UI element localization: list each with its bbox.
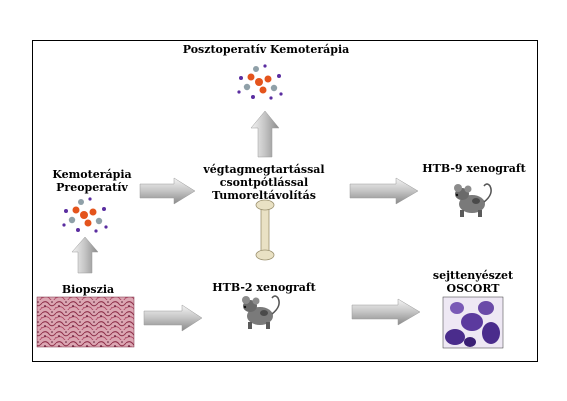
mouse-icon (241, 295, 280, 330)
molecule-cluster-icon (62, 197, 108, 233)
diagram-frame (32, 40, 538, 362)
right-arrow (139, 177, 196, 205)
right-arrow (143, 304, 203, 332)
arrows (71, 110, 421, 332)
molecule-cluster-icon (237, 64, 283, 100)
cell-culture-image (442, 296, 504, 349)
right-arrow (351, 298, 421, 326)
up-arrow (71, 236, 99, 274)
up-arrow (250, 110, 280, 158)
label-tumor-line2: csontpótlással (220, 176, 308, 189)
label-preop-line2: Kemoterápia (52, 168, 131, 181)
mouse-icon (453, 183, 492, 218)
right-arrow (349, 177, 419, 205)
label-oscort-line2: sejttenyészet (433, 269, 514, 282)
label-preop-line1: Preoperatív (56, 181, 128, 194)
label-tumor-line1: Tumoreltávolítás (212, 189, 316, 202)
label-biopsy: Biopszia (62, 283, 114, 296)
label-tumor-line3: végtagmegtartással (202, 163, 324, 176)
tissue-histology-image (36, 296, 135, 348)
label-oscort-line1: OSCORT (447, 282, 501, 295)
label-postop: Posztoperatív Kemoterápia (183, 43, 350, 56)
label-htb2: HTB-2 xenograft (212, 281, 316, 294)
label-htb9: HTB-9 xenograft (422, 162, 526, 175)
bone-icon (255, 199, 275, 261)
